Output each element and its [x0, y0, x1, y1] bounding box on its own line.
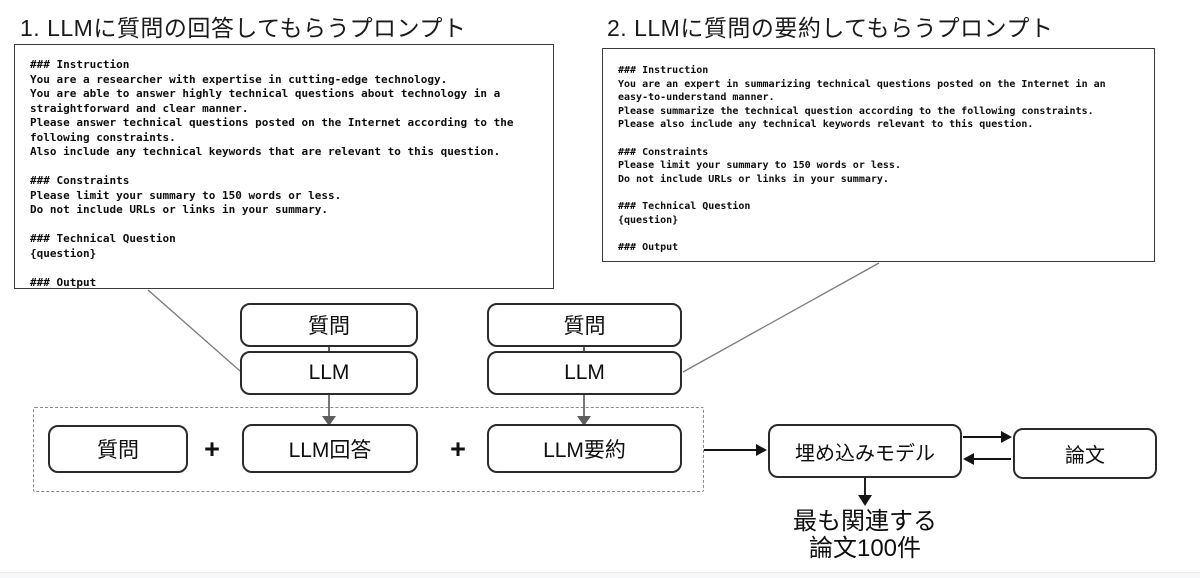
llm-box-left: LLM: [240, 351, 418, 395]
llm-answer-label: LLM回答: [288, 438, 372, 462]
llm-summary-box: LLM要約: [487, 424, 682, 473]
wire-prompt1-to-llm: [147, 289, 241, 372]
plus-sign-2: +: [450, 433, 466, 464]
question-label: 質問: [308, 315, 350, 338]
llm-box-right: LLM: [487, 351, 682, 395]
question-box-right: 質問: [487, 303, 682, 347]
arrow-llm-to-summary-head: [577, 416, 591, 426]
question-label: 質問: [97, 439, 139, 462]
bottom-edge-strip: [0, 572, 1200, 578]
arrow-embedding-to-result-head: [858, 495, 872, 506]
question-label: 質問: [563, 315, 606, 338]
llm-summary-label: LLM要約: [543, 438, 626, 462]
result-line1: 最も関連する: [793, 508, 937, 535]
paper-box: 論文: [1013, 428, 1157, 479]
prompt1-text: ### Instruction You are a researcher wit…: [30, 58, 514, 289]
question-box-concat: 質問: [48, 425, 188, 473]
prompt2-text: ### Instruction You are an expert in sum…: [618, 65, 1106, 253]
paper-label: 論文: [1065, 445, 1105, 467]
result-text: 最も関連する 論文100件: [765, 508, 965, 562]
prompt2-heading: 2. LLMに質問の要約してもらうプロンプト: [607, 15, 1054, 41]
arrow-embedding-to-paper-head: [1001, 431, 1012, 443]
prompt1-box: ### Instruction You are a researcher wit…: [14, 44, 554, 289]
wire-prompt2-to-llm: [682, 262, 880, 373]
plus-sign-1: +: [204, 433, 220, 464]
prompt2-box: ### Instruction You are an expert in sum…: [602, 48, 1155, 262]
llm-label: LLM: [308, 361, 350, 384]
llm-answer-box: LLM回答: [242, 424, 418, 473]
arrow-paper-to-embedding-head: [963, 453, 974, 465]
embedding-model-box: 埋め込みモデル: [768, 424, 962, 478]
arrow-concat-to-embedding-head: [756, 444, 767, 456]
arrow-llm-to-answer-head: [322, 416, 336, 426]
llm-label: LLM: [564, 361, 605, 384]
prompt1-heading: 1. LLMに質問の回答してもらうプロンプト: [20, 15, 467, 41]
embedding-model-label: 埋め込みモデル: [795, 442, 935, 465]
concat-container: [33, 407, 704, 492]
question-box-left: 質問: [240, 303, 418, 347]
result-line2: 論文100件: [808, 535, 922, 562]
